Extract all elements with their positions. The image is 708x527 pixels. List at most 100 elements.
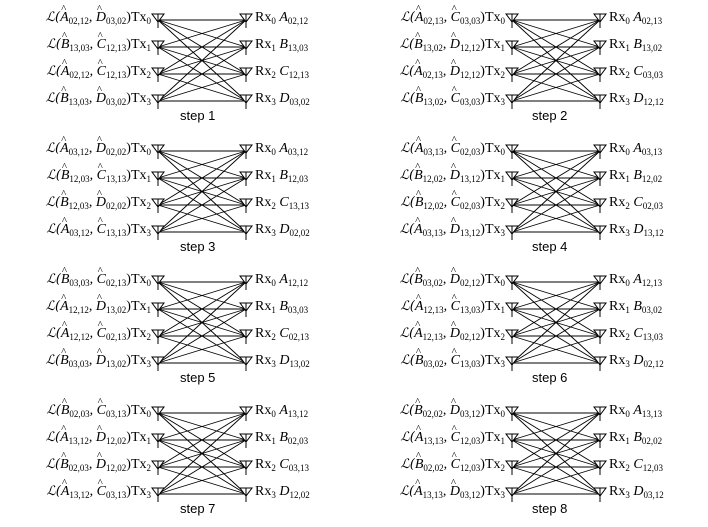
symbol-b-sub: 02,03 bbox=[460, 147, 481, 157]
layered-code: ℒ( bbox=[399, 272, 415, 287]
tx-label: ℒ(A12,13, C13,03)Tx1 bbox=[400, 288, 505, 320]
symbol-a: A bbox=[60, 130, 69, 159]
rx-symbol-sub: 12,12 bbox=[287, 278, 309, 288]
rx-name: Rx bbox=[255, 222, 272, 237]
paren: ) bbox=[480, 403, 485, 418]
rx-symbol: C bbox=[279, 457, 289, 472]
comma: , bbox=[442, 484, 450, 499]
rx-antenna-icon bbox=[239, 356, 253, 371]
layered-code: ℒ( bbox=[46, 37, 61, 52]
tx-index: 2 bbox=[500, 332, 506, 342]
rx-label: Rx1 B13,03 bbox=[255, 35, 308, 58]
symbol-b: C bbox=[97, 473, 106, 502]
symbol-a: B bbox=[60, 446, 69, 475]
tx-label: ℒ(B02,02, C12,03)Tx2 bbox=[400, 446, 506, 478]
symbol-b: D bbox=[96, 342, 106, 371]
symbol-a-sub: 13,12 bbox=[68, 436, 89, 446]
symbol-a-sub: 03,12 bbox=[69, 228, 90, 238]
tx-label: ℒ(A03,13, D13,12)Tx3 bbox=[400, 211, 505, 243]
rx-name: Rx bbox=[255, 403, 272, 418]
channel-link bbox=[157, 412, 247, 441]
symbol-b: C bbox=[451, 288, 460, 317]
rx-symbol: A bbox=[279, 272, 288, 287]
rx-index: 0 bbox=[625, 278, 630, 288]
tx-name: Tx bbox=[130, 484, 147, 499]
tx-name: Tx bbox=[130, 353, 147, 368]
rx-label: Rx0 A13,13 bbox=[609, 401, 662, 424]
tx-index: 3 bbox=[500, 97, 506, 107]
tx-index: 3 bbox=[146, 359, 152, 369]
tx-antenna-icon bbox=[505, 329, 519, 344]
symbol-b-sub: 12,13 bbox=[106, 70, 127, 80]
layered-code: ℒ( bbox=[400, 299, 415, 314]
symbol-b: C bbox=[97, 157, 106, 186]
channel-link bbox=[157, 150, 247, 206]
tx-row: ℒ(A02,13, C03,03)Tx0 bbox=[354, 0, 505, 28]
rx-antenna-icon bbox=[239, 433, 253, 448]
symbol-a-sub: 13,12 bbox=[69, 490, 90, 500]
step-label: step 5 bbox=[180, 370, 216, 385]
rx-name: Rx bbox=[255, 484, 272, 499]
symbol-b: C bbox=[451, 130, 460, 159]
rx-name: Rx bbox=[255, 10, 272, 25]
tx-antenna-icon bbox=[151, 356, 165, 371]
rx-symbol: B bbox=[633, 168, 642, 183]
rx-antenna-icon bbox=[593, 144, 607, 159]
tx-row: ℒ(B13,02, D12,12)Tx1 bbox=[354, 26, 505, 55]
tx-name: Tx bbox=[130, 10, 147, 25]
tx-name: Tx bbox=[484, 353, 501, 368]
comma: , bbox=[443, 141, 451, 156]
layered-code: ℒ( bbox=[399, 168, 415, 183]
tx-label: ℒ(A13,13, C12,03)Tx1 bbox=[400, 419, 505, 451]
symbol-a-sub: 02,12 bbox=[68, 16, 89, 26]
tx-antenna-icon bbox=[151, 171, 165, 186]
layered-code: ℒ( bbox=[400, 141, 415, 156]
channel-mesh bbox=[151, 406, 253, 502]
symbol-a: A bbox=[414, 315, 423, 344]
rx-symbol: C bbox=[279, 195, 289, 210]
tx-index: 1 bbox=[146, 43, 152, 53]
tx-row: ℒ(A02,12, C12,13)Tx2 bbox=[0, 53, 151, 82]
symbol-b-sub: 12,03 bbox=[460, 436, 481, 446]
comma: , bbox=[89, 37, 97, 52]
paren: ) bbox=[480, 299, 485, 314]
tx-label: ℒ(B12,03, C13,13)Tx1 bbox=[46, 157, 151, 189]
symbol-a: B bbox=[414, 261, 423, 290]
symbol-a-sub: 02,02 bbox=[423, 463, 444, 473]
symbol-a: B bbox=[414, 157, 423, 186]
symbol-a-sub: 03,02 bbox=[423, 359, 444, 369]
symbol-a-sub: 13,13 bbox=[423, 436, 444, 446]
symbol-b: D bbox=[450, 211, 460, 240]
rx-antenna-icon bbox=[239, 406, 253, 421]
paren: ) bbox=[126, 64, 131, 79]
rx-symbol: C bbox=[279, 326, 289, 341]
tx-index: 3 bbox=[146, 97, 152, 107]
comma: , bbox=[443, 430, 451, 445]
rx-symbol: A bbox=[633, 403, 642, 418]
symbol-a-sub: 03,02 bbox=[422, 278, 443, 288]
tx-name: Tx bbox=[130, 430, 147, 445]
tx-index: 2 bbox=[500, 463, 506, 473]
rx-label: Rx2 C03,13 bbox=[255, 455, 309, 478]
channel-mesh bbox=[505, 275, 607, 371]
symbol-a: A bbox=[61, 53, 70, 82]
paren: ) bbox=[480, 91, 485, 106]
symbol-a-sub: 03,12 bbox=[68, 147, 89, 157]
rx-symbol: B bbox=[633, 430, 642, 445]
tx-index: 0 bbox=[500, 278, 506, 288]
rx-symbol-sub: 13,02 bbox=[289, 359, 310, 369]
channel-link bbox=[511, 46, 601, 102]
rx-index: 3 bbox=[271, 490, 276, 500]
paren: ) bbox=[480, 64, 485, 79]
tx-label: ℒ(B13,02, C03,03)Tx3 bbox=[400, 80, 506, 112]
symbol-b-sub: 03,13 bbox=[106, 490, 127, 500]
channel-link bbox=[511, 281, 601, 337]
tx-row: ℒ(A12,12, D13,02)Tx1 bbox=[0, 288, 151, 317]
rx-antenna-icon bbox=[593, 67, 607, 82]
paren: ) bbox=[126, 37, 131, 52]
tx-antenna-icon bbox=[505, 144, 519, 159]
tx-row: ℒ(B13,03, C12,13)Tx1 bbox=[0, 26, 152, 55]
symbol-a: A bbox=[415, 419, 424, 448]
